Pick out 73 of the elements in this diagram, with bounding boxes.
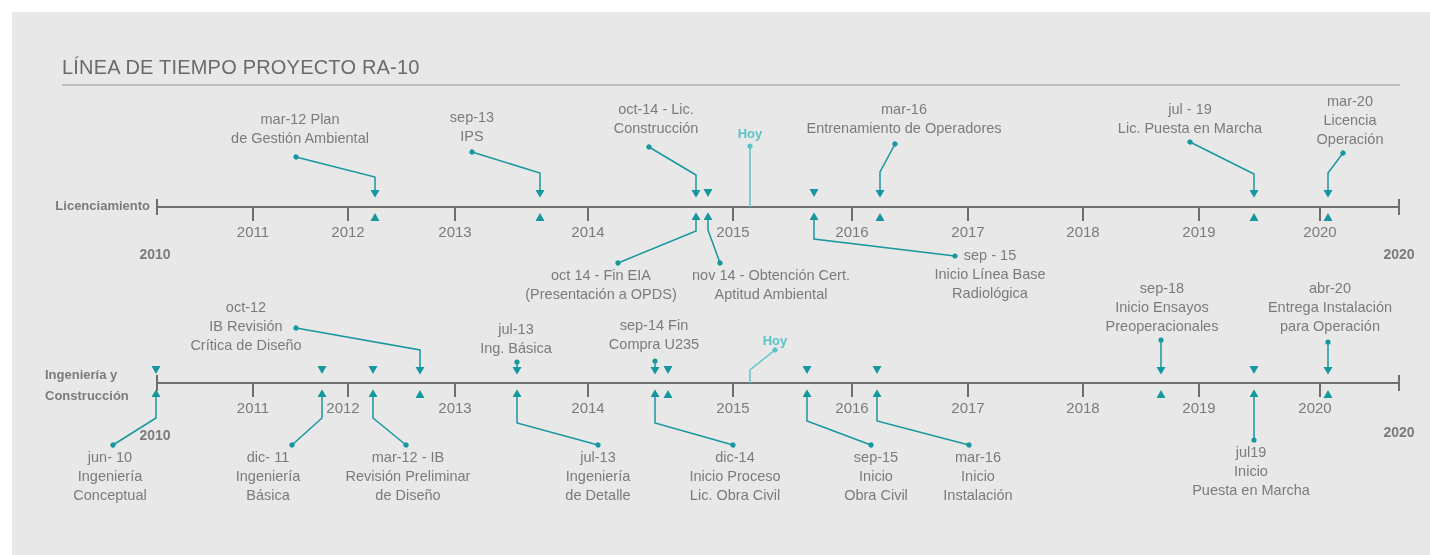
leader-line: [293, 154, 380, 198]
leader-line: [809, 212, 958, 259]
event-label: sep-18 Inicio Ensayos Preoperacionales: [1105, 279, 1219, 336]
leader-line: [747, 143, 753, 208]
event-label: mar-12 Plan de Gestión Ambiental: [231, 110, 369, 148]
leader-line: [615, 212, 701, 266]
event-label: mar-12 - IB Revisión Preliminar de Diseño: [345, 448, 471, 505]
year-label: 2020: [1303, 223, 1337, 240]
today-label: Hoy: [737, 124, 763, 143]
year-label: 2012: [326, 399, 360, 416]
event-label: sep-14 Fin Compra U235: [608, 316, 700, 354]
event-label: mar-16 Inicio Instalación: [943, 448, 1013, 505]
leader-line: [1187, 139, 1259, 198]
event-label: abr-20 Entrega Instalación para Operación: [1267, 279, 1393, 336]
row-label: Ingeniería y Construcción: [45, 366, 130, 405]
leader-line: [469, 149, 545, 198]
leader-line: [110, 389, 161, 448]
year-label: 2016: [835, 223, 869, 240]
year-label: 2016: [835, 399, 869, 416]
row-label: Licenciamiento: [55, 198, 150, 213]
year-label: 2018: [1066, 399, 1100, 416]
leader-line: [749, 347, 778, 384]
leader-line: [646, 144, 701, 198]
leader-line: [289, 389, 327, 448]
leader-line: [1323, 339, 1333, 375]
leader-line: [512, 389, 601, 448]
event-label: nov 14 - Obtención Cert. Aptitud Ambiental: [692, 266, 850, 304]
event-label: sep - 15 Inicio Línea Base Radiológica: [934, 246, 1046, 303]
event-label: dic-14 Inicio Proceso Lic. Obra Civil: [689, 448, 781, 505]
year-label: 2020: [1383, 424, 1415, 440]
leader-line: [703, 212, 723, 266]
event-label: oct-14 - Lic. Construcción: [613, 100, 699, 138]
year-label: 2010: [139, 427, 171, 443]
year-label: 2015: [716, 223, 750, 240]
year-label: 2011: [236, 223, 270, 240]
year-label: 2011: [236, 399, 270, 416]
leader-line: [802, 389, 874, 448]
year-label: 2013: [438, 399, 472, 416]
year-label: 2017: [951, 223, 985, 240]
leader-line: [293, 325, 425, 375]
year-label: 2019: [1182, 223, 1216, 240]
year-label: 2013: [438, 223, 472, 240]
leader-line: [872, 389, 972, 448]
year-label: 2020: [1383, 246, 1415, 262]
leader-line: [1249, 389, 1259, 443]
event-label: jul19 Inicio Puesta en Marcha: [1192, 443, 1310, 500]
leader-line: [1156, 337, 1166, 375]
event-label: dic- 11 Ingeniería Básica: [235, 448, 301, 505]
event-label: jul-13 Ing. Básica: [480, 320, 552, 358]
leader-line: [1323, 150, 1346, 198]
year-label: 2017: [951, 399, 985, 416]
year-label: 2019: [1182, 399, 1216, 416]
event-label: jun- 10 Ingeniería Conceptual: [73, 448, 147, 505]
event-label: sep-13 IPS: [449, 108, 495, 146]
event-label: mar-16 Entrenamiento de Operadores: [806, 100, 1002, 138]
leader-line: [368, 389, 409, 448]
leader-line: [875, 141, 898, 198]
year-label: 2014: [571, 399, 605, 416]
year-label: 2010: [139, 246, 171, 262]
event-label: oct 14 - Fin EIA (Presentación a OPDS): [525, 266, 677, 304]
year-label: 2015: [716, 399, 750, 416]
event-label: jul-13 Ingeniería de Detalle: [565, 448, 631, 505]
event-label: jul - 19 Lic. Puesta en Marcha: [1117, 100, 1263, 138]
year-label: 2012: [331, 223, 365, 240]
year-label: 2014: [571, 223, 605, 240]
today-label: Hoy: [762, 331, 788, 350]
diagram-title: LÍNEA DE TIEMPO PROYECTO RA-10: [62, 56, 420, 79]
event-label: mar-20 Licencia Operación: [1316, 92, 1384, 149]
event-label: sep-15 Inicio Obra Civil: [844, 448, 908, 505]
leader-line: [650, 389, 736, 448]
event-label: oct-12 IB Revisión Crítica de Diseño: [190, 298, 302, 355]
year-label: 2018: [1066, 223, 1100, 240]
year-label: 2020: [1298, 399, 1332, 416]
